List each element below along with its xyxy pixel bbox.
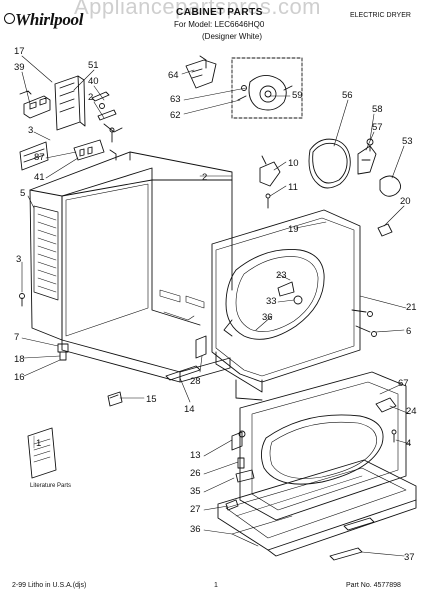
- callout-21: 21: [406, 302, 417, 313]
- callout-26: 26: [190, 468, 201, 479]
- callout-5: 5: [20, 188, 25, 199]
- callout-15: 15: [146, 394, 157, 405]
- callout-3-top: 3: [28, 125, 33, 136]
- door-assembly: [217, 371, 417, 561]
- callout-20: 20: [400, 196, 411, 207]
- callout-1: 1: [36, 438, 41, 449]
- leader-lines: [21, 55, 411, 557]
- product-type: ELECTRIC DRYER: [350, 12, 411, 19]
- footer-page-number: 1: [214, 582, 218, 589]
- callout-57: 57: [372, 122, 383, 133]
- callout-36-bottom: 36: [190, 524, 201, 535]
- callout-62: 62: [170, 110, 181, 121]
- callout-51: 51: [88, 60, 99, 71]
- callout-40: 40: [88, 76, 99, 87]
- callout-24: 24: [406, 406, 417, 417]
- front-panel: [211, 209, 377, 401]
- model-number: For Model: LEC6646HQ0: [174, 20, 265, 29]
- callout-59: 59: [292, 90, 303, 101]
- callout-13: 13: [190, 450, 201, 461]
- callout-63: 63: [170, 94, 181, 105]
- drive-motor-assembly: [185, 55, 303, 119]
- footer-part-number: Part No. 4577898: [346, 582, 401, 589]
- leg-parts: [19, 293, 207, 407]
- callout-87: 87: [34, 152, 45, 163]
- callout-17: 17: [14, 46, 25, 57]
- callout-23: 23: [276, 270, 287, 281]
- callout-7: 7: [14, 332, 19, 343]
- diagram-title: CABINET PARTS: [176, 7, 263, 18]
- callout-3-side: 3: [16, 254, 21, 265]
- callout-4: 4: [406, 438, 411, 449]
- callout-16: 16: [14, 372, 25, 383]
- callout-27: 27: [190, 504, 201, 515]
- brand-name: Whirlpool: [15, 10, 84, 29]
- cabinet: [29, 151, 233, 383]
- callout-19: 19: [288, 224, 299, 235]
- callout-10: 10: [288, 158, 299, 169]
- callout-36-door: 36: [262, 312, 273, 323]
- watermark: Appliancepartspros.com: [74, 0, 322, 19]
- callout-35: 35: [190, 486, 201, 497]
- literature-parts-label: Literature Parts: [30, 483, 72, 489]
- callout-11: 11: [288, 182, 298, 193]
- callout-56: 56: [342, 90, 353, 101]
- callout-28: 28: [190, 376, 201, 387]
- callout-33: 33: [266, 296, 277, 307]
- literature-pack: [27, 427, 57, 479]
- design-variant: (Designer White): [202, 32, 263, 41]
- footer-print-info: 2-99 Litho in U.S.A.(djs): [12, 582, 87, 589]
- callout-39: 39: [14, 62, 25, 73]
- callout-67: 67: [398, 378, 409, 389]
- callout-37: 37: [404, 552, 415, 563]
- callout-6: 6: [406, 326, 411, 337]
- brand-logo: Whirlpool: [4, 10, 83, 30]
- callout-18: 18: [14, 354, 25, 365]
- callout-53: 53: [402, 136, 413, 147]
- callout-64: 64: [168, 70, 179, 81]
- callout-2-cabinet: 2: [202, 172, 207, 183]
- callout-2-top: 2: [88, 92, 93, 103]
- control-bracket-cluster: [19, 75, 123, 171]
- brand-mark-icon: [4, 13, 15, 24]
- callout-14: 14: [184, 404, 195, 415]
- callout-41: 41: [34, 172, 45, 183]
- callout-labels: 17 39 51 40 2 3 87 41 5 64 63 62 59 56 5…: [14, 46, 417, 563]
- callout-58: 58: [372, 104, 383, 115]
- belt-and-idler: [259, 138, 401, 237]
